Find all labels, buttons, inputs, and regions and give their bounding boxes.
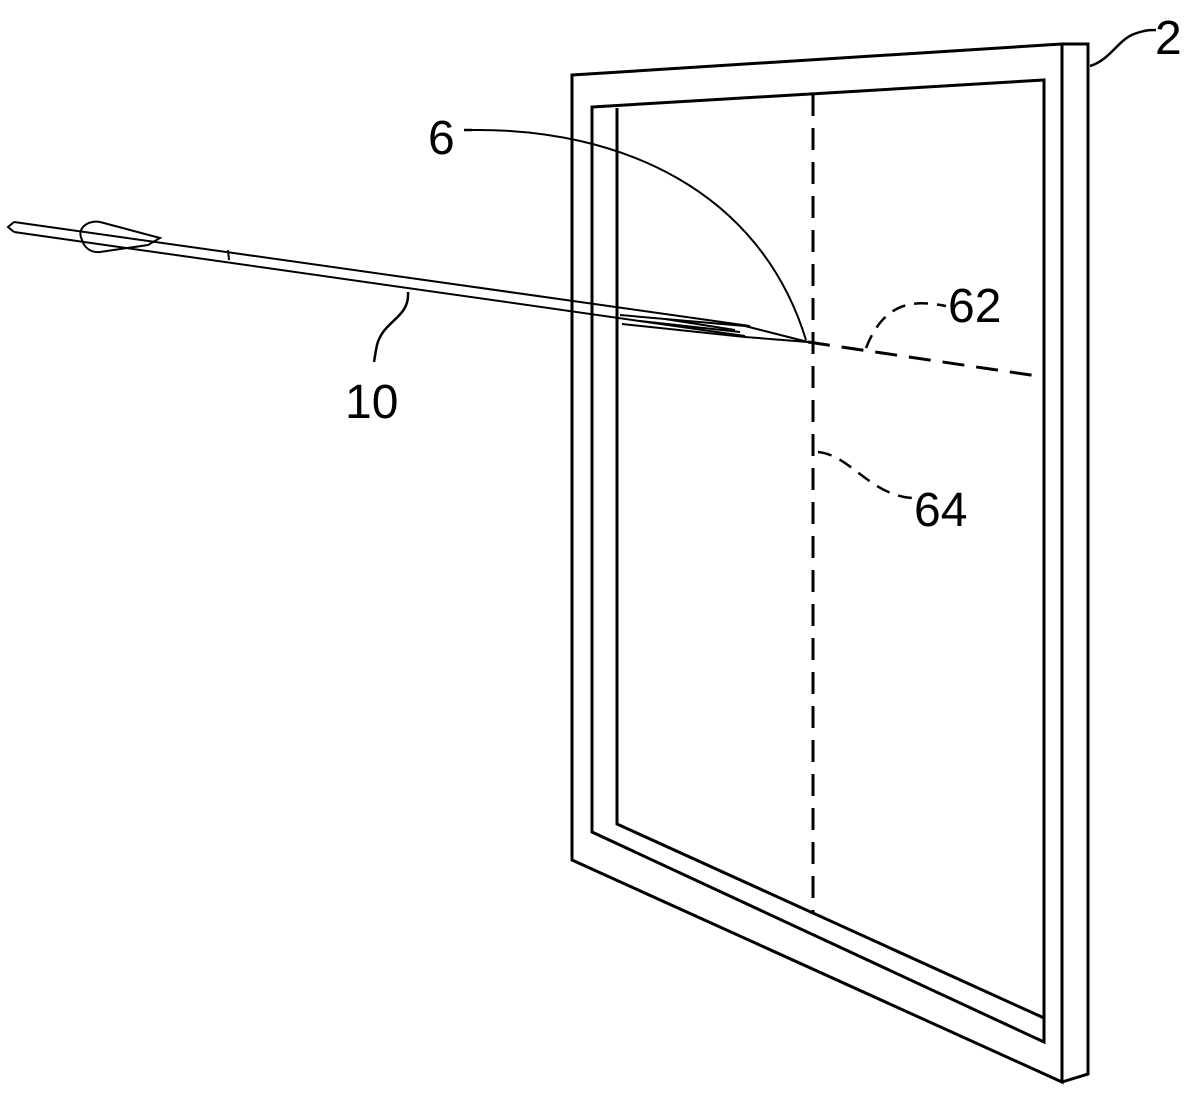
label-62: 62 [948, 280, 1001, 333]
arrow-shaft-mark [227, 249, 230, 261]
frame-inner-opening [590, 78, 1046, 1045]
label-10: 10 [345, 376, 398, 429]
label-6: 6 [428, 112, 455, 165]
arrow [6, 220, 809, 343]
frame-inner-depth [615, 108, 1045, 1020]
trajectory-curve [470, 128, 807, 341]
leader-10 [372, 291, 410, 363]
label-64: 64 [914, 484, 967, 537]
arrow-fletching [79, 220, 163, 254]
arrow-point [619, 314, 809, 343]
target-frame [570, 42, 1090, 1085]
leader-2 [1089, 28, 1157, 68]
label-2: 2 [1155, 12, 1182, 65]
frame-side-face [1061, 42, 1090, 1084]
arrow-nock [6, 221, 15, 233]
horizontal-reference-line [807, 340, 1045, 379]
arrow-point-shading [639, 318, 741, 333]
leader-64 [817, 450, 913, 500]
leader-62 [864, 302, 947, 349]
frame-outer-front [570, 42, 1064, 1085]
arrow-shaft [13, 221, 751, 337]
